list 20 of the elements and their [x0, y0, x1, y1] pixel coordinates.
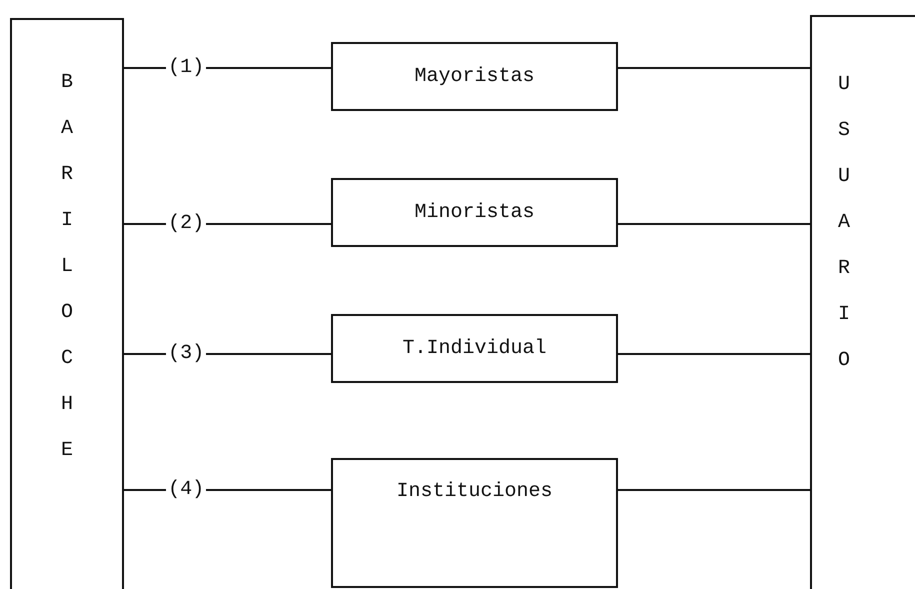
box-label: Instituciones — [396, 480, 553, 503]
channel-box — [331, 42, 618, 111]
connector-line — [618, 353, 810, 355]
edge-label: (2) — [166, 214, 206, 234]
edge-label: (1) — [166, 58, 206, 78]
vertical-label: USUARIO — [836, 72, 851, 374]
edge-label: (3) — [166, 344, 206, 364]
box-label: Mayoristas — [414, 65, 535, 88]
connector-line — [618, 223, 810, 225]
box-label: T.Individual — [402, 337, 547, 360]
connector-line — [618, 489, 810, 491]
connector-line — [618, 67, 810, 69]
channel-box — [331, 458, 618, 588]
box-label: Minoristas — [414, 201, 535, 224]
channel-box — [331, 178, 618, 247]
endpoint-box — [810, 15, 915, 589]
channel-box — [331, 314, 618, 383]
edge-label: (4) — [166, 480, 206, 500]
vertical-label: BARILOCHE — [60, 70, 74, 464]
endpoint-box — [10, 18, 124, 589]
